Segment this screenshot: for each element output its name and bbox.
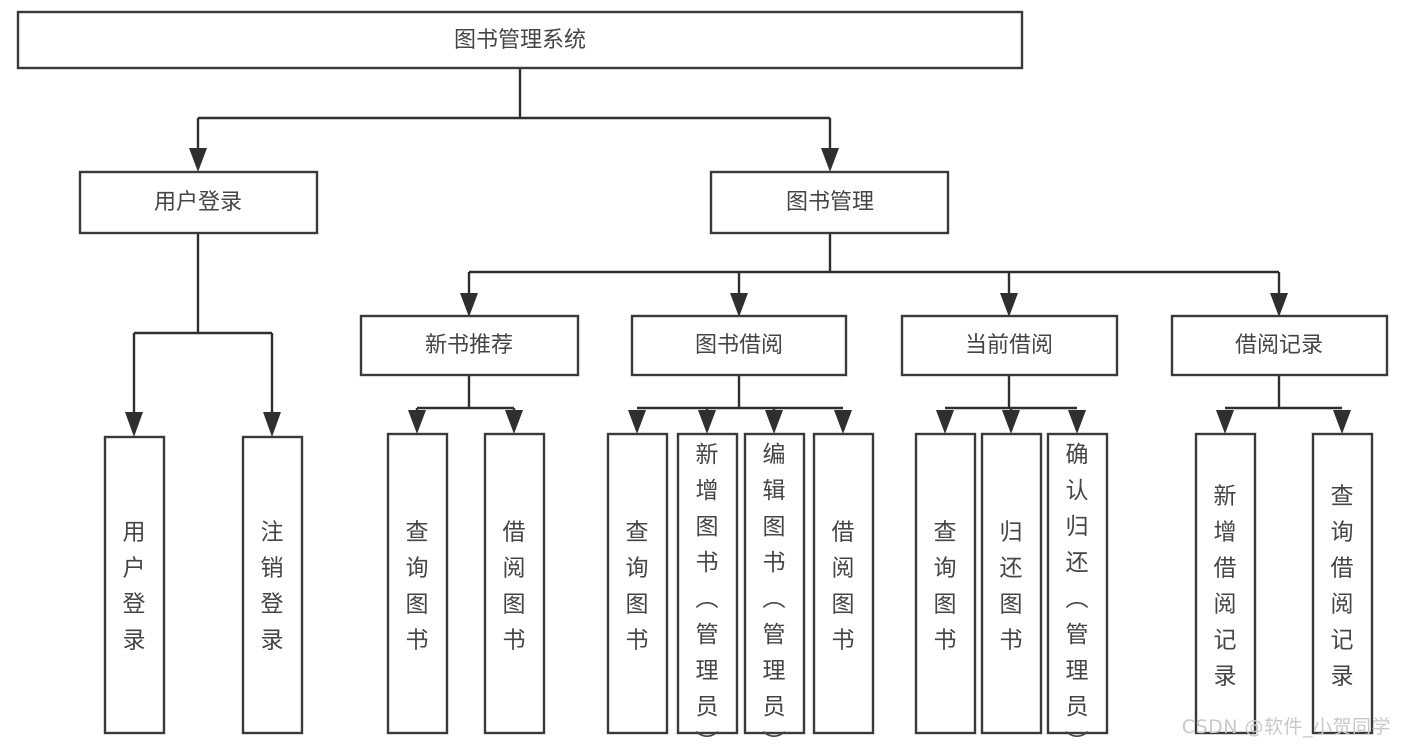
leaf-box-layer — [103, 432, 1374, 735]
node-user-login-label: 用户登录 — [154, 190, 242, 215]
leaf-label-br-add-record-text: 新增借阅记录 — [1214, 484, 1237, 690]
leaf-box-bb-edit-book[interactable] — [743, 432, 806, 735]
arrow-br-add-record — [1216, 410, 1234, 434]
leaf-label-cb-return-book: 归还图书 — [1000, 520, 1023, 654]
leaf-label-nb-query-book-text: 查询图书 — [406, 520, 429, 654]
node-user-login-box[interactable] — [78, 170, 319, 235]
node-book-management[interactable]: 图书管理 — [709, 170, 950, 235]
leaf-label-bb-query-book: 查询图书 — [626, 520, 649, 654]
arrow-br-query-record — [1333, 410, 1351, 434]
leaf-label-cb-confirm-return: 确认归还︵管理员︶ — [1066, 442, 1089, 747]
leaf-box-nb-borrow-book[interactable] — [483, 432, 546, 735]
leaf-label-bb-borrow-book-text: 借阅图书 — [832, 520, 855, 654]
leaf-label-cb-query-book: 查询图书 — [934, 520, 957, 654]
arrow-nb-borrow-book — [505, 410, 523, 434]
leaf-box-user-login[interactable] — [103, 435, 166, 735]
leaf-label-cb-return-book-text: 归还图书 — [1000, 520, 1023, 654]
leaf-label-user-login: 用户登录 — [123, 520, 146, 654]
leaf-label-cb-confirm-return-text: 确认归还︵管理员︶ — [1066, 442, 1089, 747]
arrow-book-borrow — [730, 293, 748, 317]
arrow-bb-edit-book — [765, 410, 783, 434]
arrow-bb-query-book — [628, 410, 646, 434]
leaf-label-logout-text: 注销登录 — [261, 520, 284, 654]
leaf-box-bb-add-book[interactable] — [676, 432, 739, 735]
leaf-label-layer: 用户登录 注销登录 查询图书 借阅图书 查询图书 新增图书︵管理员︶ 编辑图书︵… — [123, 442, 1354, 747]
node-root-box[interactable] — [16, 10, 1024, 70]
arrow-bb-borrow-book — [834, 410, 852, 434]
arrow-new-book — [460, 293, 478, 317]
node-borrow-record-label: 借阅记录 — [1235, 333, 1323, 358]
leaf-box-bb-query-book[interactable] — [606, 432, 669, 735]
leaf-box-br-add-record[interactable] — [1194, 432, 1257, 735]
leaf-box-logout[interactable] — [241, 435, 304, 735]
arrow-cb-query-book — [936, 410, 954, 434]
node-user-login[interactable]: 用户登录 — [78, 170, 319, 235]
leaf-box-cb-query-book[interactable] — [914, 432, 977, 735]
arrow-current-borrow — [1000, 293, 1018, 317]
leaf-label-cb-query-book-text: 查询图书 — [934, 520, 957, 654]
leaf-label-br-query-record: 查询借阅记录 — [1331, 484, 1354, 690]
leaf-label-bb-add-book-text: 新增图书︵管理员︶ — [696, 442, 719, 747]
node-book-management-label: 图书管理 — [786, 190, 874, 215]
node-current-borrow-box[interactable] — [900, 314, 1119, 377]
leaf-label-nb-borrow-book-text: 借阅图书 — [503, 520, 526, 654]
arrow-book-mgmt — [821, 148, 839, 172]
arrow-borrow-record — [1270, 293, 1288, 317]
leaf-box-br-query-record[interactable] — [1311, 432, 1374, 735]
node-new-book-recommend-label: 新书推荐 — [425, 333, 513, 358]
node-borrow-record[interactable]: 借阅记录 — [1170, 314, 1389, 377]
leaf-box-bb-borrow-book[interactable] — [812, 432, 875, 735]
leaf-label-bb-add-book: 新增图书︵管理员︶ — [696, 442, 719, 747]
leaf-label-logout: 注销登录 — [261, 520, 284, 654]
node-current-borrow-label: 当前借阅 — [965, 333, 1053, 358]
connector-layer — [125, 68, 1351, 437]
leaf-label-bb-query-book-text: 查询图书 — [626, 520, 649, 654]
leaf-label-bb-edit-book-text: 编辑图书︵管理员︶ — [763, 442, 786, 747]
node-book-management-box[interactable] — [709, 170, 950, 235]
node-root[interactable]: 图书管理系统 — [16, 10, 1024, 70]
node-new-book-recommend[interactable]: 新书推荐 — [359, 314, 580, 377]
leaf-label-bb-borrow-book: 借阅图书 — [832, 520, 855, 654]
leaf-label-nb-borrow-book: 借阅图书 — [503, 520, 526, 654]
node-book-borrow[interactable]: 图书借阅 — [630, 314, 848, 377]
leaf-label-br-add-record: 新增借阅记录 — [1214, 484, 1237, 690]
leaf-label-user-login-text: 用户登录 — [123, 520, 146, 654]
leaf-box-nb-query-book[interactable] — [386, 432, 449, 735]
arrow-leaf-logout — [263, 412, 281, 437]
arrow-cb-return-book — [1002, 410, 1020, 434]
leaf-label-br-query-record-text: 查询借阅记录 — [1331, 484, 1354, 690]
arrow-nb-query-book — [408, 410, 426, 434]
leaf-box-cb-confirm-return[interactable] — [1046, 432, 1109, 735]
arrow-cb-confirm-return — [1068, 410, 1086, 434]
node-book-borrow-box[interactable] — [630, 314, 848, 377]
leaf-label-bb-edit-book: 编辑图书︵管理员︶ — [763, 442, 786, 747]
leaf-label-nb-query-book: 查询图书 — [406, 520, 429, 654]
arrow-bb-add-book — [698, 410, 716, 434]
node-new-book-recommend-box[interactable] — [359, 314, 580, 377]
node-borrow-record-box[interactable] — [1170, 314, 1389, 377]
node-book-borrow-label: 图书借阅 — [695, 333, 783, 358]
leaf-box-cb-return-book[interactable] — [980, 432, 1043, 735]
node-current-borrow[interactable]: 当前借阅 — [900, 314, 1119, 377]
arrow-leaf-user-login — [125, 412, 143, 437]
node-root-label: 图书管理系统 — [454, 28, 586, 53]
arrow-user-login — [189, 148, 207, 172]
